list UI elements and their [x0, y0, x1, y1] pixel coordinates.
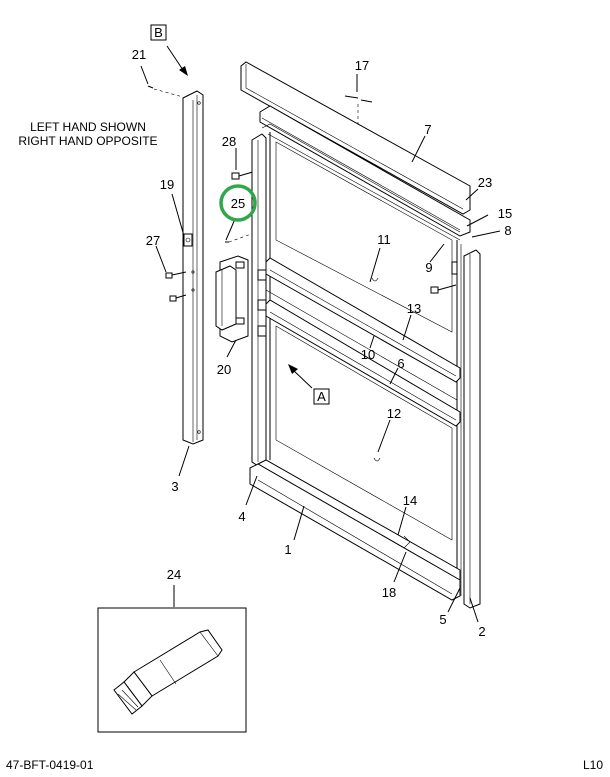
callout-24: 24	[167, 567, 181, 582]
callout-19: 19	[160, 177, 174, 192]
callout-27: 27	[146, 233, 160, 248]
callout-25: 25	[231, 196, 245, 211]
callout-13: 13	[407, 301, 421, 316]
part-24-inset	[97, 607, 247, 733]
callout-6: 6	[397, 356, 404, 371]
view-label-b: B	[150, 24, 188, 76]
callout-14: 14	[403, 493, 417, 508]
note-line-2: RIGHT HAND OPPOSITE	[18, 134, 157, 148]
view-a-letter: A	[317, 389, 326, 404]
footer: 47-BFT-0419-01 L10	[6, 758, 603, 772]
callout-4: 4	[238, 509, 245, 524]
arrow-icon	[179, 66, 188, 76]
tube-icon	[113, 629, 223, 715]
callout-17: 17	[355, 58, 369, 73]
callout-12: 12	[387, 406, 401, 421]
callout-7: 7	[424, 122, 431, 137]
callout-9: 9	[425, 260, 432, 275]
callout-15: 15	[498, 206, 512, 221]
part-3-channel	[182, 90, 204, 445]
part-20-handle	[215, 255, 249, 343]
orientation-note: LEFT HAND SHOWN RIGHT HAND OPPOSITE	[18, 120, 157, 148]
callout-21: 21	[132, 47, 146, 62]
page-ref: L10	[583, 758, 603, 772]
callout-28: 28	[222, 134, 236, 149]
arrow-icon	[288, 364, 298, 374]
callout-numbers: 21 17 7 28 19 23 15 8 9 11 25 27 13 10 6…	[132, 47, 512, 639]
callout-8: 8	[504, 223, 511, 238]
leader-lines	[140, 65, 501, 623]
callout-3: 3	[171, 479, 178, 494]
callout-1: 1	[284, 542, 291, 557]
callout-23: 23	[478, 175, 492, 190]
drawing-id: 47-BFT-0419-01	[6, 758, 94, 772]
part-25-screw	[225, 232, 255, 243]
callout-18: 18	[382, 585, 396, 600]
callout-5: 5	[439, 612, 446, 627]
callout-10: 10	[361, 347, 375, 362]
callout-20: 20	[217, 362, 231, 377]
view-label-a: A	[288, 364, 330, 405]
part-21-screw	[147, 85, 184, 98]
highlight-circle	[219, 184, 257, 222]
callout-11: 11	[377, 232, 391, 247]
door-frame	[240, 61, 481, 609]
view-b-letter: B	[154, 25, 163, 40]
note-line-1: LEFT HAND SHOWN	[30, 120, 146, 134]
callout-2: 2	[478, 624, 485, 639]
part-27-screws	[165, 271, 187, 302]
